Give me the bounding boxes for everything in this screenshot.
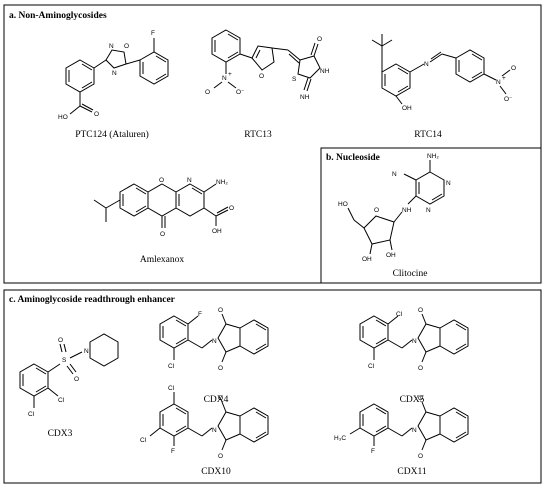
atom-label: N — [187, 177, 192, 184]
compound-label-rtc13: RTC13 — [244, 130, 272, 140]
atom-label: O — [374, 207, 379, 214]
atom-label: S — [292, 76, 297, 83]
panel-a-box — [3, 4, 542, 284]
atom-label: O — [418, 307, 423, 314]
atom-label: F — [198, 311, 202, 318]
compound-label-cdx3: CDX3 — [48, 429, 73, 439]
compound-label-cdx10: CDX10 — [201, 467, 231, 477]
compound-label-ptc124: PTC124 (Ataluren) — [75, 129, 149, 140]
structure-cdx3: N S O O Cl Cl — [19, 333, 119, 418]
atom-label: O — [259, 73, 264, 80]
atom-label: H₃C — [334, 435, 346, 442]
atom-label: NH — [402, 207, 412, 214]
structure-amlexanox: O O N NH₂ O OH — [93, 177, 234, 238]
atom-label: Cl — [28, 411, 35, 418]
compound-label-rtc14: RTC14 — [414, 130, 442, 140]
atom-label: Cl — [58, 397, 65, 404]
atom-label: N — [84, 348, 89, 355]
atom-label: OH — [362, 256, 372, 263]
atom-label: F — [371, 448, 375, 455]
atom-label: Cl — [168, 363, 175, 370]
structure-cdx4: F Cl N O O — [159, 307, 269, 372]
atom-label: F — [151, 30, 155, 37]
structure-clitocine: N N NH₂ N NH O HO OH OH — [338, 153, 451, 263]
atom-label: HO — [58, 114, 68, 121]
atom-label: + — [502, 75, 506, 82]
structure-cdx5: Cl Cl N O O — [359, 307, 469, 372]
atom-label: N — [212, 338, 217, 345]
atom-label: O⁻ — [236, 89, 245, 96]
atom-label: O — [159, 177, 164, 184]
atom-label: N — [426, 207, 431, 214]
atom-label: Cl — [396, 311, 403, 318]
atom-label: O — [74, 376, 79, 383]
atom-label: + — [228, 71, 232, 78]
atom-label: O — [205, 89, 210, 96]
atom-label: O — [317, 36, 322, 43]
atom-label: N — [412, 338, 417, 345]
atom-label: Cl — [368, 363, 375, 370]
atom-label: N — [496, 79, 501, 86]
atom-label: O — [58, 337, 63, 344]
structure-ptc124: O HO N O N F — [58, 30, 169, 121]
atom-label: O — [218, 453, 223, 460]
compound-label-clitocine: Clitocine — [393, 269, 428, 279]
atom-label: N — [392, 171, 397, 178]
atom-label: HO — [338, 201, 348, 208]
atom-label: N — [212, 427, 217, 434]
atom-label: O — [218, 395, 223, 402]
atom-label: O — [124, 43, 129, 50]
atom-label: O — [418, 365, 423, 372]
panel-c-title: c. Aminoglycoside readthrough enhancer — [9, 295, 176, 305]
compound-label-cdx5: CDX5 — [400, 395, 425, 405]
structure-cdx11: H₃C F N O O — [334, 395, 469, 460]
panel-b-title: b. Nucleoside — [326, 153, 380, 163]
atom-label: O — [218, 365, 223, 372]
atom-label: O — [160, 231, 165, 238]
compound-label-cdx4: CDX4 — [204, 395, 229, 405]
atom-label: NH — [320, 68, 330, 75]
atom-label: N — [424, 61, 429, 68]
atom-label: O — [94, 111, 99, 118]
atom-label: Cl — [168, 385, 175, 392]
panel-b-box — [320, 147, 542, 284]
atom-label: O — [418, 395, 423, 402]
atom-label: O — [418, 453, 423, 460]
atom-label: N — [446, 180, 451, 187]
atom-label: Cl — [140, 437, 147, 444]
atom-label: N — [109, 43, 114, 50]
atom-label: O — [229, 205, 234, 212]
atom-label: S — [62, 357, 67, 364]
atom-label: NH₂ — [216, 179, 228, 186]
atom-label: F — [171, 448, 175, 455]
structure-rtc14: OH N N + O O⁻ — [371, 34, 516, 112]
structure-cdx10: Cl Cl F N O O — [140, 385, 269, 460]
atom-label: NH — [300, 94, 310, 101]
atom-label: O — [511, 65, 516, 72]
atom-label: NH₂ — [427, 153, 439, 160]
atom-label: OH — [212, 228, 222, 235]
atom-label: O — [218, 307, 223, 314]
panel-c-box — [3, 289, 542, 484]
atom-label: OH — [386, 252, 396, 259]
atom-label: N — [222, 75, 227, 82]
structure-rtc13: N + O O⁻ O S NH O NH — [205, 29, 330, 101]
compound-label-cdx11: CDX11 — [397, 467, 426, 477]
atom-label: N — [112, 70, 117, 77]
atom-label: N — [412, 427, 417, 434]
atom-label: OH — [402, 105, 412, 112]
atom-label: O⁻ — [504, 96, 513, 103]
compound-label-amlexanox: Amlexanox — [140, 255, 185, 265]
panel-a-title: a. Non-Aminoglycosides — [9, 11, 107, 21]
